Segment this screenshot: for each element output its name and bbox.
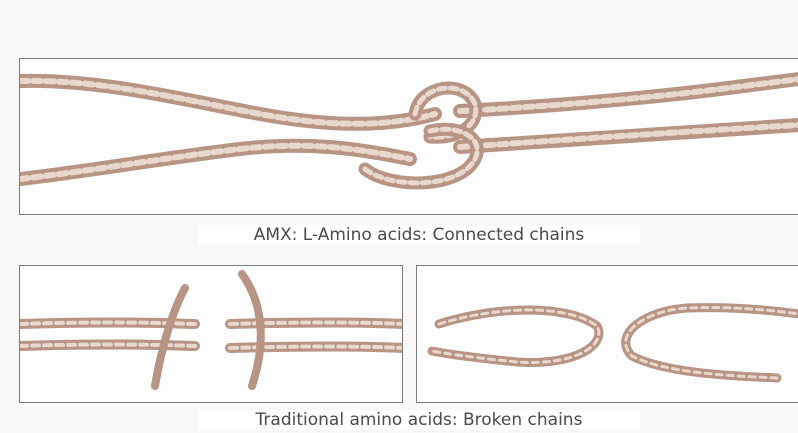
broken-chains-loops-illustration [416,265,798,403]
rope-cut-left-strand [155,288,185,386]
broken-chains-caption: Traditional amino acids: Broken chains [198,410,640,430]
open-loops-graphic [417,266,798,403]
broken-chains-cut-illustration [19,265,403,403]
connected-chains-illustration [19,58,798,215]
rope-cut-right-strand [242,274,261,386]
rope-left-upper [20,81,435,124]
rope-loop-right [626,308,798,378]
cut-rope-graphic [20,266,403,403]
connected-chains-caption: AMX: L-Amino acids: Connected chains [198,225,640,245]
reef-knot-graphic [20,59,798,215]
